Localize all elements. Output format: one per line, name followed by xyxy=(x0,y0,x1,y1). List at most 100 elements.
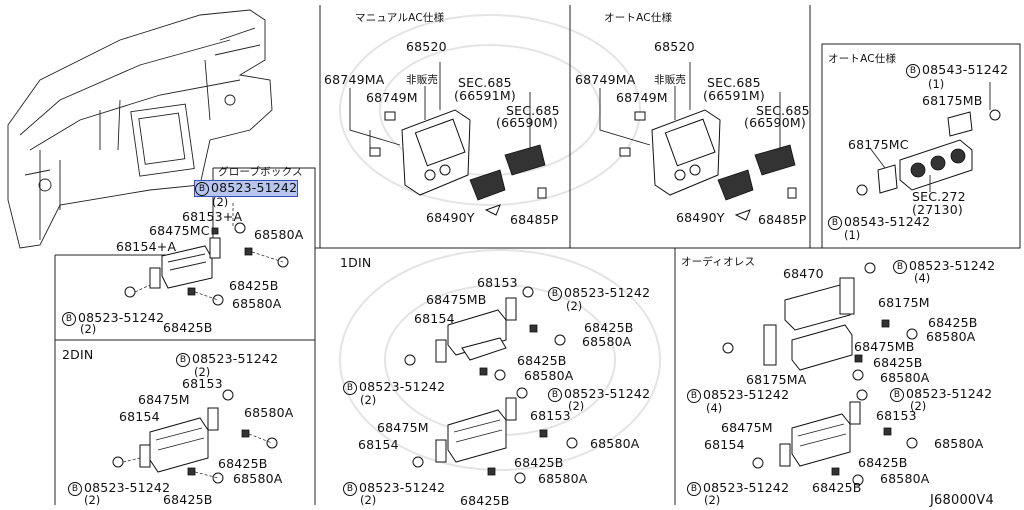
part-label-68749ma-auto[interactable]: 68749MA xyxy=(575,72,636,87)
part-label-1din-68580a-2[interactable]: 68580A xyxy=(524,368,574,383)
part-label-audioless-68425b-2[interactable]: 68425B xyxy=(873,355,923,370)
part-label-68475mc[interactable]: 68475MC xyxy=(149,223,210,238)
label-sec272-sub: (27130) xyxy=(912,202,963,217)
part-label-68175mb[interactable]: 68175MB xyxy=(922,93,983,108)
part-label-2din-68580a-2[interactable]: 68580A xyxy=(233,471,283,486)
part-label-1din-68425b-3[interactable]: 68425B xyxy=(514,455,564,470)
part-label-1din-68154-b[interactable]: 68154 xyxy=(358,437,399,452)
part-label-sec685-a[interactable]: SEC.685 xyxy=(458,75,512,90)
part-label-68749m-auto[interactable]: 68749M xyxy=(616,90,668,105)
part-label-1din-68580a[interactable]: 68580A xyxy=(582,334,632,349)
part-label-sec685-b-auto[interactable]: SEC.685 xyxy=(756,103,810,118)
part-label-68520[interactable]: 68520 xyxy=(406,39,447,54)
part-label-68485p-auto[interactable]: 68485P xyxy=(758,212,807,227)
part-label-1din-68475m[interactable]: 68475M xyxy=(377,420,429,435)
part-label-68153a[interactable]: 68153+A xyxy=(182,209,243,224)
part-label-68490y[interactable]: 68490Y xyxy=(426,210,475,225)
part-label-68175ma[interactable]: 68175MA xyxy=(746,372,807,387)
qty-auto-bolt-bottom: (1) xyxy=(844,228,861,242)
part-label-audioless-68154[interactable]: 68154 xyxy=(704,437,745,452)
part-label-1din-68153-b[interactable]: 68153 xyxy=(530,408,571,423)
part-label-68580a[interactable]: 68580A xyxy=(254,227,304,242)
qty-2din-bolt-top: (2) xyxy=(194,365,211,379)
part-label-audioless-68153[interactable]: 68153 xyxy=(876,408,917,423)
bolt-marker-icon: B xyxy=(828,215,842,230)
part-label-68520-auto[interactable]: 68520 xyxy=(654,39,695,54)
part-label-1din-68425b-4[interactable]: 68425B xyxy=(460,493,510,508)
label-sec685-b-sub: (66590M) xyxy=(496,115,558,130)
part-label-1din-68425b[interactable]: 68425B xyxy=(584,320,634,335)
bolt-marker-icon: B xyxy=(68,481,82,496)
1din-title: 1DIN xyxy=(340,255,372,270)
label-sec685-a-sub: (66591M) xyxy=(454,88,516,103)
part-label-68425b-2[interactable]: 68425B xyxy=(163,320,213,335)
part-label-sec272[interactable]: SEC.272 xyxy=(912,189,966,204)
part-label-1din-68580a-4[interactable]: 68580A xyxy=(538,471,588,486)
part-label-68175m[interactable]: 68175M xyxy=(878,295,930,310)
auto-ac-right-title: オートAC仕様 xyxy=(828,53,897,65)
part-label-audioless-68475mb[interactable]: 68475MB xyxy=(854,339,915,354)
part-label-68470[interactable]: 68470 xyxy=(783,266,824,281)
part-label-1din-68153[interactable]: 68153 xyxy=(477,275,518,290)
1din-parts xyxy=(404,286,578,484)
part-label-2din-68425b-2[interactable]: 68425B xyxy=(163,492,213,507)
diagram-code: J68000V4 xyxy=(930,493,994,508)
2din-title: 2DIN xyxy=(62,347,94,362)
qty-1din-bolt-a: (2) xyxy=(566,299,583,313)
qty-glove-bolt-bottom: (2) xyxy=(80,322,97,336)
qty-1din-bolt-c: (2) xyxy=(568,399,585,413)
bolt-marker-icon: B xyxy=(62,311,76,326)
part-label-1din-68425b-2[interactable]: 68425B xyxy=(517,353,567,368)
part-label-audioless-68580a-4[interactable]: 68580A xyxy=(880,471,930,486)
part-label-68749m[interactable]: 68749M xyxy=(366,90,418,105)
part-label-audioless-68580a-3[interactable]: 68580A xyxy=(934,436,984,451)
part-label-sec685-a-auto[interactable]: SEC.685 xyxy=(707,75,761,90)
part-label-2din-68475m[interactable]: 68475M xyxy=(138,392,190,407)
audioless-title: オーディオレス xyxy=(681,256,756,268)
part-label-1din-68580a-3[interactable]: 68580A xyxy=(590,436,640,451)
part-label-68490y-auto[interactable]: 68490Y xyxy=(676,210,725,225)
part-label-2din-68154[interactable]: 68154 xyxy=(119,409,160,424)
part-label-68749ma[interactable]: 68749MA xyxy=(324,72,385,87)
part-label-2din-68425b[interactable]: 68425B xyxy=(218,456,268,471)
bolt-marker-icon: B xyxy=(548,286,562,301)
part-label-68425b[interactable]: 68425B xyxy=(229,278,279,293)
bolt-marker-icon: B xyxy=(906,63,920,78)
part-label-audioless-68425b-3[interactable]: 68425B xyxy=(858,455,908,470)
part-label-68154a[interactable]: 68154+A xyxy=(116,239,177,254)
part-label-audioless-68425b[interactable]: 68425B xyxy=(928,315,978,330)
part-label-2din-68580a[interactable]: 68580A xyxy=(244,405,294,420)
part-label-audioless-68580a-2[interactable]: 68580A xyxy=(880,370,930,385)
part-label-68175mc[interactable]: 68175MC xyxy=(848,137,909,152)
part-label-audioless-68475m[interactable]: 68475M xyxy=(721,420,773,435)
part-label-2din-68153[interactable]: 68153 xyxy=(182,376,223,391)
part-label-68485p[interactable]: 68485P xyxy=(510,212,559,227)
part-label-sec685-b[interactable]: SEC.685 xyxy=(506,103,560,118)
part-label-audioless-68580a[interactable]: 68580A xyxy=(926,329,976,344)
part-label-audioless-68425b-4[interactable]: 68425B xyxy=(812,480,862,495)
2din-parts xyxy=(112,389,278,484)
part-label-1din-68154[interactable]: 68154 xyxy=(414,311,455,326)
bolt-marker-icon: B xyxy=(343,380,357,395)
label-not-sold: 非販売 xyxy=(406,74,439,86)
bolt-marker-icon: B xyxy=(890,387,904,402)
bolt-marker-icon: B xyxy=(176,352,190,367)
part-label-1din-68475mb[interactable]: 68475MB xyxy=(426,292,487,307)
part-label-68580a-2[interactable]: 68580A xyxy=(232,296,282,311)
